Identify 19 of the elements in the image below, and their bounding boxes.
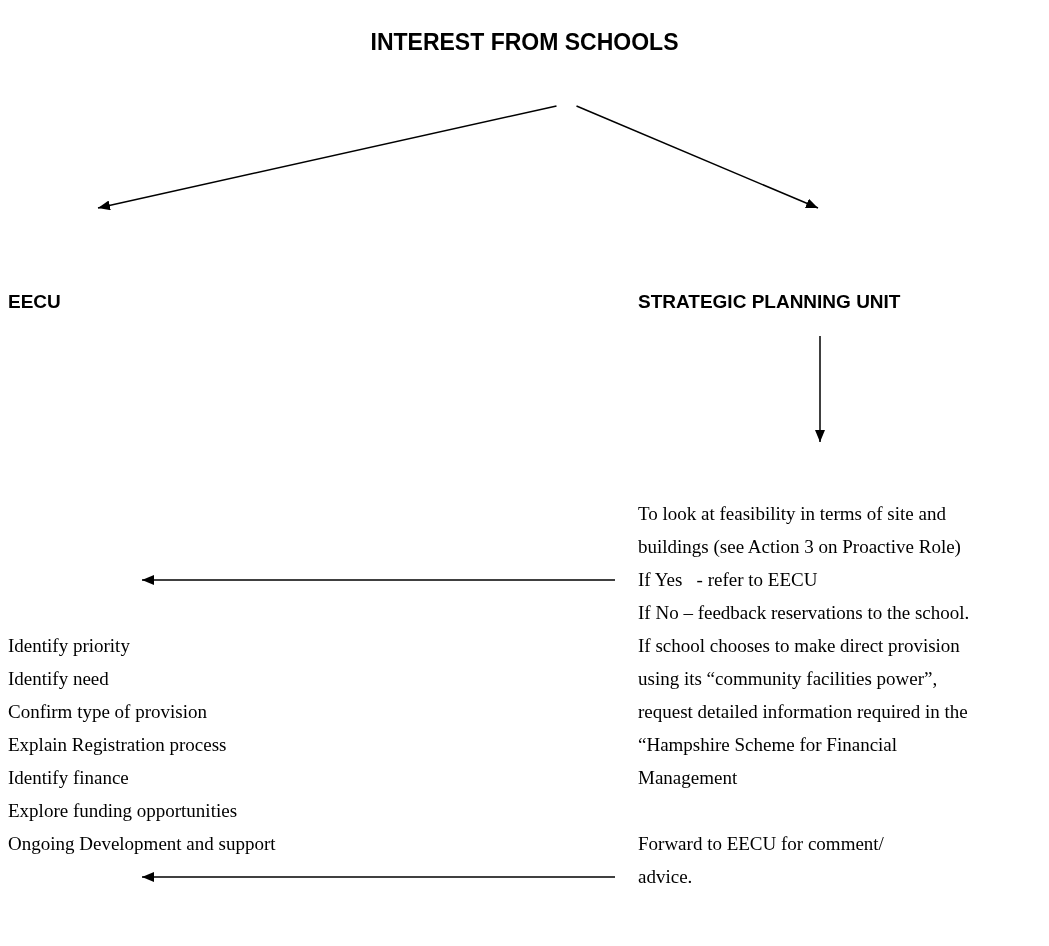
task-item: Explore funding opportunities xyxy=(8,799,238,823)
arrow xyxy=(97,105,558,211)
arrow xyxy=(575,105,819,209)
step-text: Forward to EECU for comment/ advice. xyxy=(638,827,928,893)
heading-text: INTEREST FROM SCHOOLS xyxy=(370,30,679,54)
arrow xyxy=(141,575,616,585)
arrow xyxy=(141,872,616,882)
heading-text: STRATEGIC PLANNING UNIT xyxy=(638,290,1038,314)
task-item: Identify need xyxy=(8,667,109,691)
step-text: To look at feasibility in terms of site and buildings (see Action 3 on Proactive Role) xyxy=(638,497,968,563)
task-item: Identify priority xyxy=(8,634,130,658)
step-text: If Yes - refer to EECU xyxy=(638,563,1038,596)
arrow xyxy=(815,335,825,443)
step-text: If No – feedback reservations to the school. If school chooses to make direct provision using its “community facilities power”, request detailed information required in the “Hampshire Scheme for Financial Management xyxy=(638,596,983,794)
task-item: Explain Registration process xyxy=(8,733,227,757)
task-item: Ongoing Development and support xyxy=(8,832,276,856)
task-item: Identify finance xyxy=(8,766,129,790)
task-item: Confirm type of provision xyxy=(8,700,207,724)
heading-text: EECU xyxy=(8,290,128,314)
